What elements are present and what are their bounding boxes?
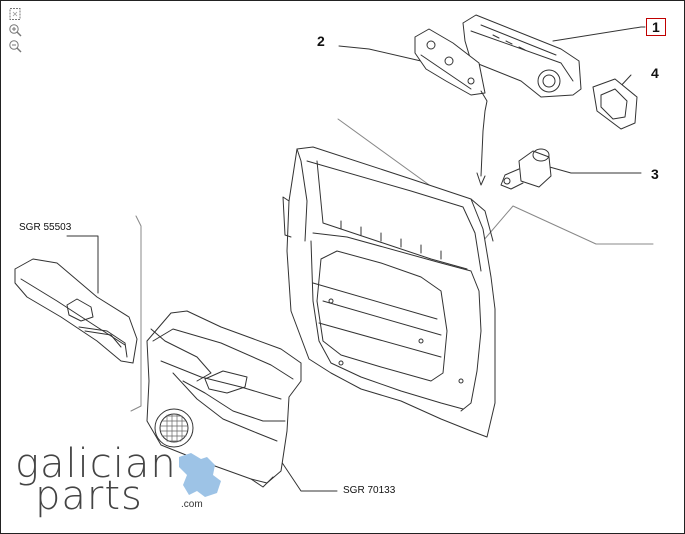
- upper-trim-strip: [14, 258, 138, 364]
- part-2-latch-bracket: [414, 28, 488, 186]
- door-shell: [282, 146, 496, 438]
- brand-line-2: parts: [35, 473, 143, 519]
- callout-3[interactable]: 3: [651, 166, 659, 182]
- fit-page-icon[interactable]: [8, 7, 22, 21]
- zoom-out-icon[interactable]: [8, 39, 22, 53]
- callout-1-selected[interactable]: 1: [646, 18, 666, 36]
- zoom-in-icon[interactable]: [8, 23, 22, 37]
- brand-line-1: galician: [15, 441, 177, 487]
- reference-door-panel[interactable]: SGR 70133: [343, 485, 396, 496]
- part-3-lock-cylinder: [500, 148, 552, 190]
- brand-logo: galician parts .com: [15, 441, 245, 519]
- part-1-interior-handle: [462, 14, 582, 98]
- part-4-cover-bezel: [592, 78, 638, 130]
- callout-4[interactable]: 4: [651, 65, 659, 81]
- galicia-map-icon: [179, 453, 221, 497]
- reference-upper-trim[interactable]: SGR 55503: [19, 222, 72, 233]
- callout-2[interactable]: 2: [317, 33, 325, 49]
- brand-tld: .com: [181, 499, 203, 510]
- door-trim-panel: [146, 310, 302, 488]
